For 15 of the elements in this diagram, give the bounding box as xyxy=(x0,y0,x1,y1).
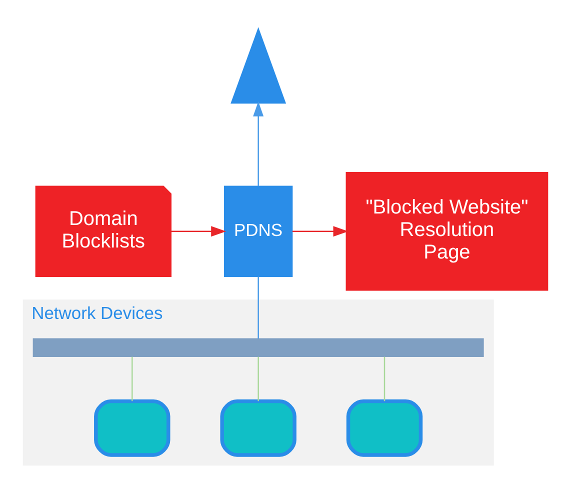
node-computer xyxy=(94,399,170,457)
arrow xyxy=(292,226,348,237)
node-computer xyxy=(220,399,296,457)
cluster: Network Devices xyxy=(22,299,494,466)
node-box: PDNS xyxy=(224,186,293,277)
node-box: "Blocked Website" Resolution Page xyxy=(346,172,548,291)
connector xyxy=(258,276,259,339)
connector xyxy=(132,356,133,402)
connector xyxy=(384,356,386,402)
arrow xyxy=(253,101,264,186)
arrow xyxy=(170,226,226,237)
node-computer xyxy=(346,399,423,457)
connector xyxy=(258,356,259,402)
node-antenna xyxy=(230,27,286,104)
node-bar xyxy=(32,338,484,357)
